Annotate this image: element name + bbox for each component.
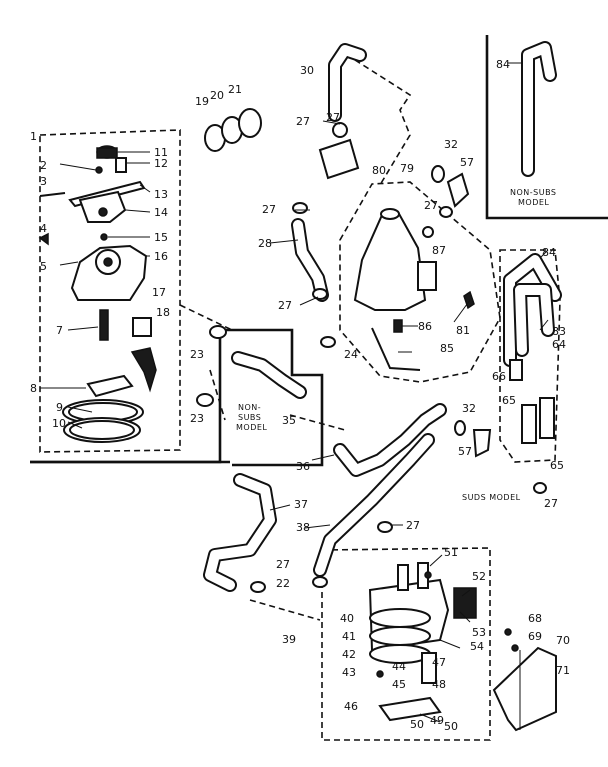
callout-37: 37 [294,498,308,511]
callout-57a: 57 [460,156,474,169]
callout-44: 44 [392,660,406,673]
callout-17: 17 [152,286,166,299]
callout-87: 87 [432,244,446,257]
callout-27e: 27 [406,519,420,532]
callout-1: 1 [30,130,37,143]
callout-30: 30 [300,64,314,77]
callout-4: 4 [40,222,47,235]
callout-7: 7 [56,324,63,337]
callout-84b: 84 [542,246,556,259]
callout-68: 68 [528,612,542,625]
callout-22: 22 [276,577,290,590]
callout-24: 24 [344,348,358,361]
callout-45: 45 [392,678,406,691]
callout-70: 70 [556,634,570,647]
seal-rings [204,108,262,152]
callout-5: 5 [40,260,47,273]
callout-27d: 27 [278,299,292,312]
callout-13: 13 [154,188,168,201]
callout-19: 19 [195,95,209,108]
callout-27b: 27 [262,203,276,216]
callout-28: 28 [258,237,272,250]
callout-39: 39 [282,633,296,646]
callout-labels: 1 2 3 4 5 7 8 9 10 11 12 13 14 15 16 17 … [30,58,570,733]
callout-79: 79 [400,162,414,175]
callout-47: 47 [432,656,446,669]
callout-53: 53 [472,626,486,639]
pump-assembly-left [38,145,157,443]
callout-21: 21 [228,83,242,96]
callout-41: 41 [342,630,356,643]
callout-52: 52 [472,570,486,583]
callout-18: 18 [156,306,170,319]
callout-2: 2 [40,159,47,172]
callout-51: 51 [444,546,458,559]
callout-86: 86 [418,320,432,333]
note-non-subs-mid-line3: MODEL [236,423,267,432]
note-non-subs-mid-line2: SUBS [238,413,261,422]
callout-32b: 32 [462,402,476,415]
note-non-subs-top-line2: MODEL [518,198,549,207]
callout-9: 9 [56,401,63,414]
callout-11: 11 [154,146,168,159]
note-non-subs-top-line1: NON-SUBS [510,188,557,197]
callout-48: 48 [432,678,446,691]
callout-8: 8 [30,382,37,395]
callout-49: 49 [430,714,444,727]
callout-10: 10 [52,417,66,430]
callout-85: 85 [440,342,454,355]
callout-80: 80 [372,164,386,177]
note-non-subs-mid-line1: NON- [238,403,261,412]
pump-assembly-bottom [368,562,477,722]
hoses [203,41,562,592]
callout-27a: 27 [296,115,310,128]
callout-57b: 57 [458,445,472,458]
note-subs-model: SUDS MODEL [462,493,521,502]
callout-54: 54 [470,640,484,653]
fittings [196,165,547,593]
callout-65a: 65 [502,394,516,407]
transmission [353,208,475,371]
callout-14: 14 [154,206,168,219]
callout-66: 66 [492,370,506,383]
callout-71: 71 [556,664,570,677]
callout-27g: 27 [544,497,558,510]
callout-43: 43 [342,666,356,679]
callout-27f: 27 [276,558,290,571]
callout-50a: 50 [410,718,424,731]
callout-84a: 84 [496,58,510,71]
callout-27c: 27 [424,199,438,212]
callout-64: 64 [552,338,566,351]
leader-lines [40,62,549,723]
callout-16: 16 [154,250,168,263]
callout-46: 46 [344,700,358,713]
callout-23b: 23 [190,412,204,425]
callout-81: 81 [456,324,470,337]
callout-40: 40 [340,612,354,625]
callout-38: 38 [296,521,310,534]
callout-23a: 23 [190,348,204,361]
callout-50b: 50 [444,720,458,733]
callout-32a: 32 [444,138,458,151]
callout-15: 15 [154,231,168,244]
callout-36: 36 [296,460,310,473]
callout-12: 12 [154,157,168,170]
callout-42: 42 [342,648,356,661]
callout-20: 20 [210,89,224,102]
callout-83: 83 [552,325,566,338]
callout-65b: 65 [550,459,564,472]
mounting-bracket [492,628,557,732]
group-boundaries [30,35,608,741]
callout-35: 35 [282,414,296,427]
model-notes: NON-SUBS MODEL NON- SUBS MODEL SUDS MODE… [236,188,557,502]
callout-3: 3 [40,175,47,188]
callout-27h: 27 [326,111,340,124]
callout-69: 69 [528,630,542,643]
